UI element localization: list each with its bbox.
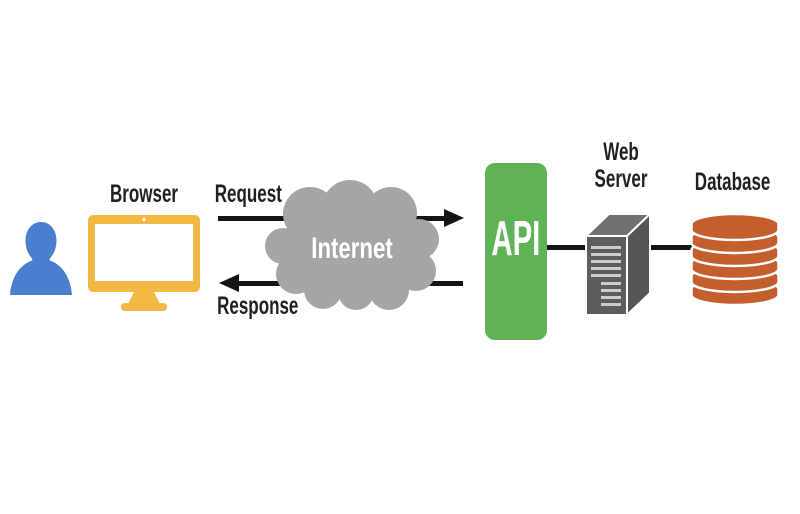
response-arrowhead-icon bbox=[219, 274, 239, 292]
request-label: Request bbox=[214, 180, 282, 208]
web-server-label: Web Server bbox=[594, 138, 648, 193]
internet-label: Internet bbox=[311, 232, 393, 265]
server-icon bbox=[585, 213, 651, 316]
database-disk bbox=[690, 212, 780, 242]
monitor-screen bbox=[95, 224, 193, 281]
monitor-icon bbox=[88, 215, 200, 311]
monitor-base bbox=[121, 303, 167, 311]
database-icon bbox=[690, 212, 780, 307]
request-arrowhead-icon bbox=[444, 209, 464, 227]
database-label: Database bbox=[695, 168, 771, 196]
response-label: Response bbox=[217, 292, 299, 320]
browser-label: Browser bbox=[109, 180, 179, 208]
person-icon bbox=[10, 222, 72, 295]
monitor-stand bbox=[127, 292, 161, 306]
cloud-icon bbox=[265, 180, 439, 310]
api-node: API bbox=[485, 163, 547, 340]
monitor-camera-dot bbox=[142, 217, 146, 222]
api-server-connector bbox=[546, 245, 588, 250]
server-database-connector bbox=[646, 245, 692, 250]
api-label: API bbox=[491, 211, 541, 266]
